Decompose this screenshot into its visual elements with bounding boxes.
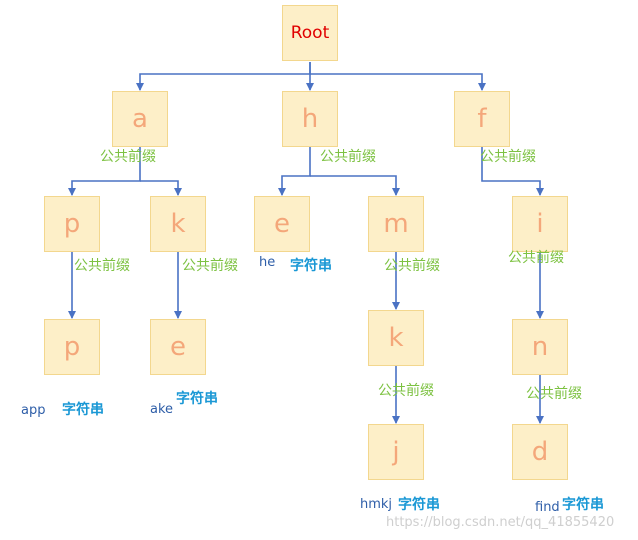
string-label-find: 字符串 (562, 497, 604, 513)
watermark: https://blog.csdn.net/qq_41855420 (386, 515, 615, 530)
word-label-find: find (535, 500, 560, 515)
prefix-label-p: 公共前缀 (74, 258, 130, 274)
edge-root-a (136, 62, 311, 91)
prefix-label-k: 公共前缀 (182, 258, 238, 274)
node-i: i (512, 196, 568, 252)
word-label-he: he (259, 255, 276, 270)
node-p-level3: p (44, 319, 100, 375)
prefix-label-i: 公共前缀 (508, 250, 564, 266)
node-p-level2: p (44, 196, 100, 252)
node-e-level2: e (254, 196, 310, 252)
string-label-app: 字符串 (62, 402, 104, 418)
node-d: d (512, 424, 568, 480)
edge-f-i (481, 147, 544, 196)
string-label-he: 字符串 (290, 258, 332, 274)
edge-a-p (68, 147, 141, 196)
prefix-label-f: 公共前缀 (480, 149, 536, 165)
word-label-ake: ake (150, 402, 174, 417)
edge-h-e (278, 147, 311, 196)
node-root: Root (282, 5, 338, 61)
node-k-level3: k (368, 310, 424, 366)
prefix-label-m: 公共前缀 (384, 258, 440, 274)
prefix-label-h: 公共前缀 (320, 149, 376, 165)
node-f: f (454, 91, 510, 147)
node-h: h (282, 91, 338, 147)
prefix-label-a: 公共前缀 (100, 149, 156, 165)
word-label-app: app (21, 403, 46, 418)
string-label-ake: 字符串 (176, 391, 218, 407)
node-n: n (512, 319, 568, 375)
node-e-level3: e (150, 319, 206, 375)
prefix-label-k2: 公共前缀 (378, 383, 434, 399)
node-j: j (368, 424, 424, 480)
edge-root-f (310, 73, 486, 91)
word-label-hmkj: hmkj (360, 497, 393, 512)
string-label-hmkj: 字符串 (398, 497, 440, 513)
node-a: a (112, 91, 168, 147)
node-k-level2: k (150, 196, 206, 252)
edge-a-k (140, 180, 182, 196)
prefix-label-n: 公共前缀 (526, 386, 582, 402)
edge-h-m (310, 175, 400, 196)
node-m: m (368, 196, 424, 252)
